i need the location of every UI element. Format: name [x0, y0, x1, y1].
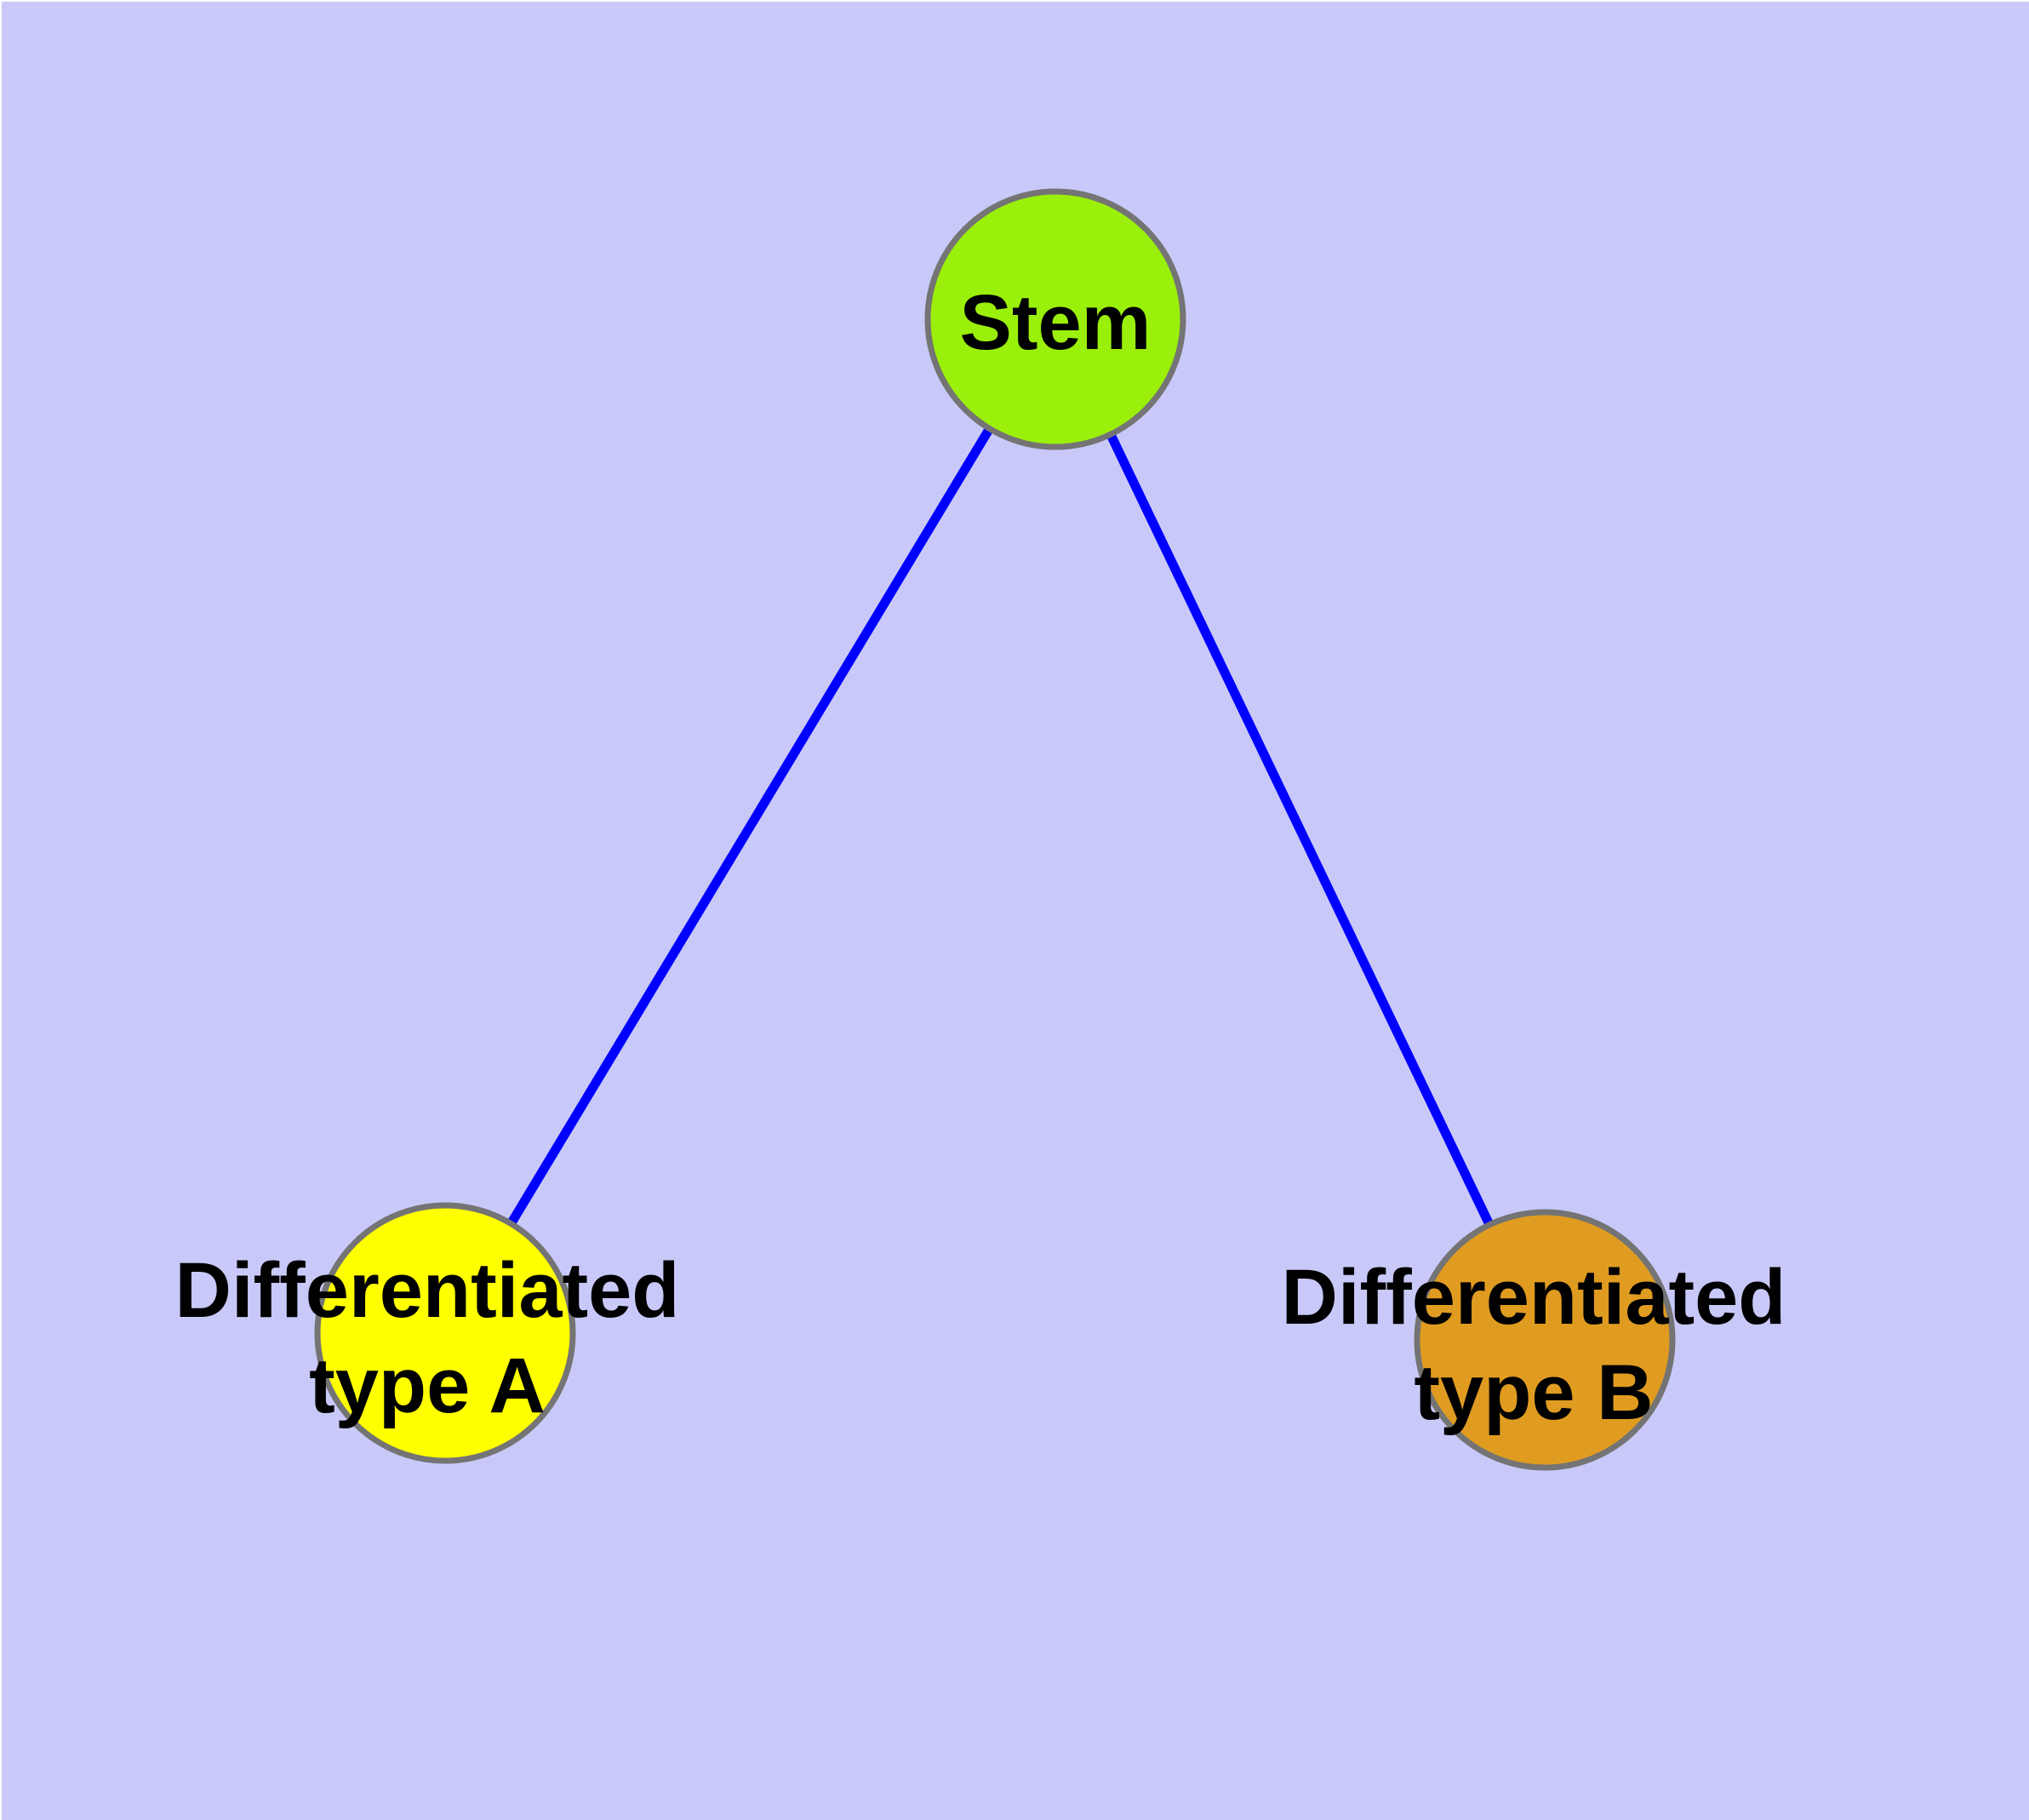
- type-b-node-circle: [1414, 1209, 1676, 1471]
- edge-stem-to-type-b: [1051, 317, 1549, 1342]
- type-b-node-label-line2: type B: [1414, 1349, 1653, 1436]
- type-a-node-label-line1: Differentiated: [175, 1247, 680, 1334]
- stem-node-circle: [924, 188, 1186, 450]
- edge-stem-to-type-a: [441, 317, 1060, 1336]
- type-a-node-circle: [314, 1202, 576, 1464]
- type-b-node-label-line1: Differentiated: [1282, 1254, 1786, 1341]
- type-a-node-label-line2: type A: [309, 1342, 546, 1429]
- stem-node-label: Stem: [960, 279, 1152, 366]
